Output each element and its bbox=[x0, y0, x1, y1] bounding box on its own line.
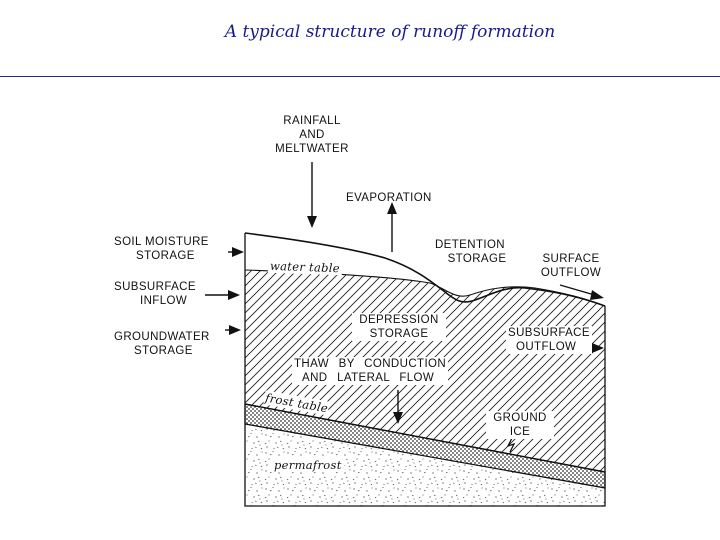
thaw-arrow bbox=[393, 390, 403, 424]
label-ground-ice: GROUND ICE bbox=[486, 411, 554, 439]
permafrost-zone bbox=[245, 424, 605, 506]
label-detention-storage: DETENTION STORAGE bbox=[434, 239, 507, 265]
surface-outflow-arrow bbox=[559, 284, 604, 300]
label-depression-storage: DEPRESSION STORAGE bbox=[352, 313, 446, 341]
label-groundwater-storage: GROUNDWATER STORAGE bbox=[114, 331, 210, 357]
slide-title: A typical structure of runoff formation bbox=[224, 22, 556, 42]
label-thaw-conduction: THAW BY CONDUCTION AND LATERAL FLOW bbox=[292, 357, 449, 385]
soil-moisture-arrow bbox=[228, 247, 244, 257]
label-water-table: water table bbox=[267, 258, 343, 276]
rainfall-arrow bbox=[307, 162, 317, 228]
ground-ice-pointer bbox=[506, 437, 516, 453]
label-soil-moisture: SOIL MOISTURE STORAGE bbox=[114, 236, 209, 262]
groundwater-inflow-arrow bbox=[225, 325, 241, 335]
subsurface-inflow-arrow bbox=[205, 290, 240, 300]
label-rainfall: RAINFALL AND MELTWATER bbox=[275, 115, 349, 155]
title-divider bbox=[0, 76, 720, 77]
permafrost-top-line bbox=[244, 423, 606, 489]
water-table-line bbox=[244, 269, 606, 307]
label-evaporation: EVAPORATION bbox=[346, 192, 432, 204]
block-outline bbox=[244, 233, 606, 507]
label-subsurface-outflow: SUBSURFACE OUTFLOW bbox=[506, 326, 592, 354]
label-subsurface-inflow: SUBSURFACE INFLOW bbox=[114, 281, 196, 307]
label-surface-outflow: SURFACE OUTFLOW bbox=[540, 253, 602, 279]
ground-surface bbox=[244, 232, 606, 307]
label-permafrost: permafrost bbox=[272, 458, 344, 472]
frost-table-line bbox=[244, 403, 606, 473]
evaporation-arrow bbox=[387, 202, 397, 252]
